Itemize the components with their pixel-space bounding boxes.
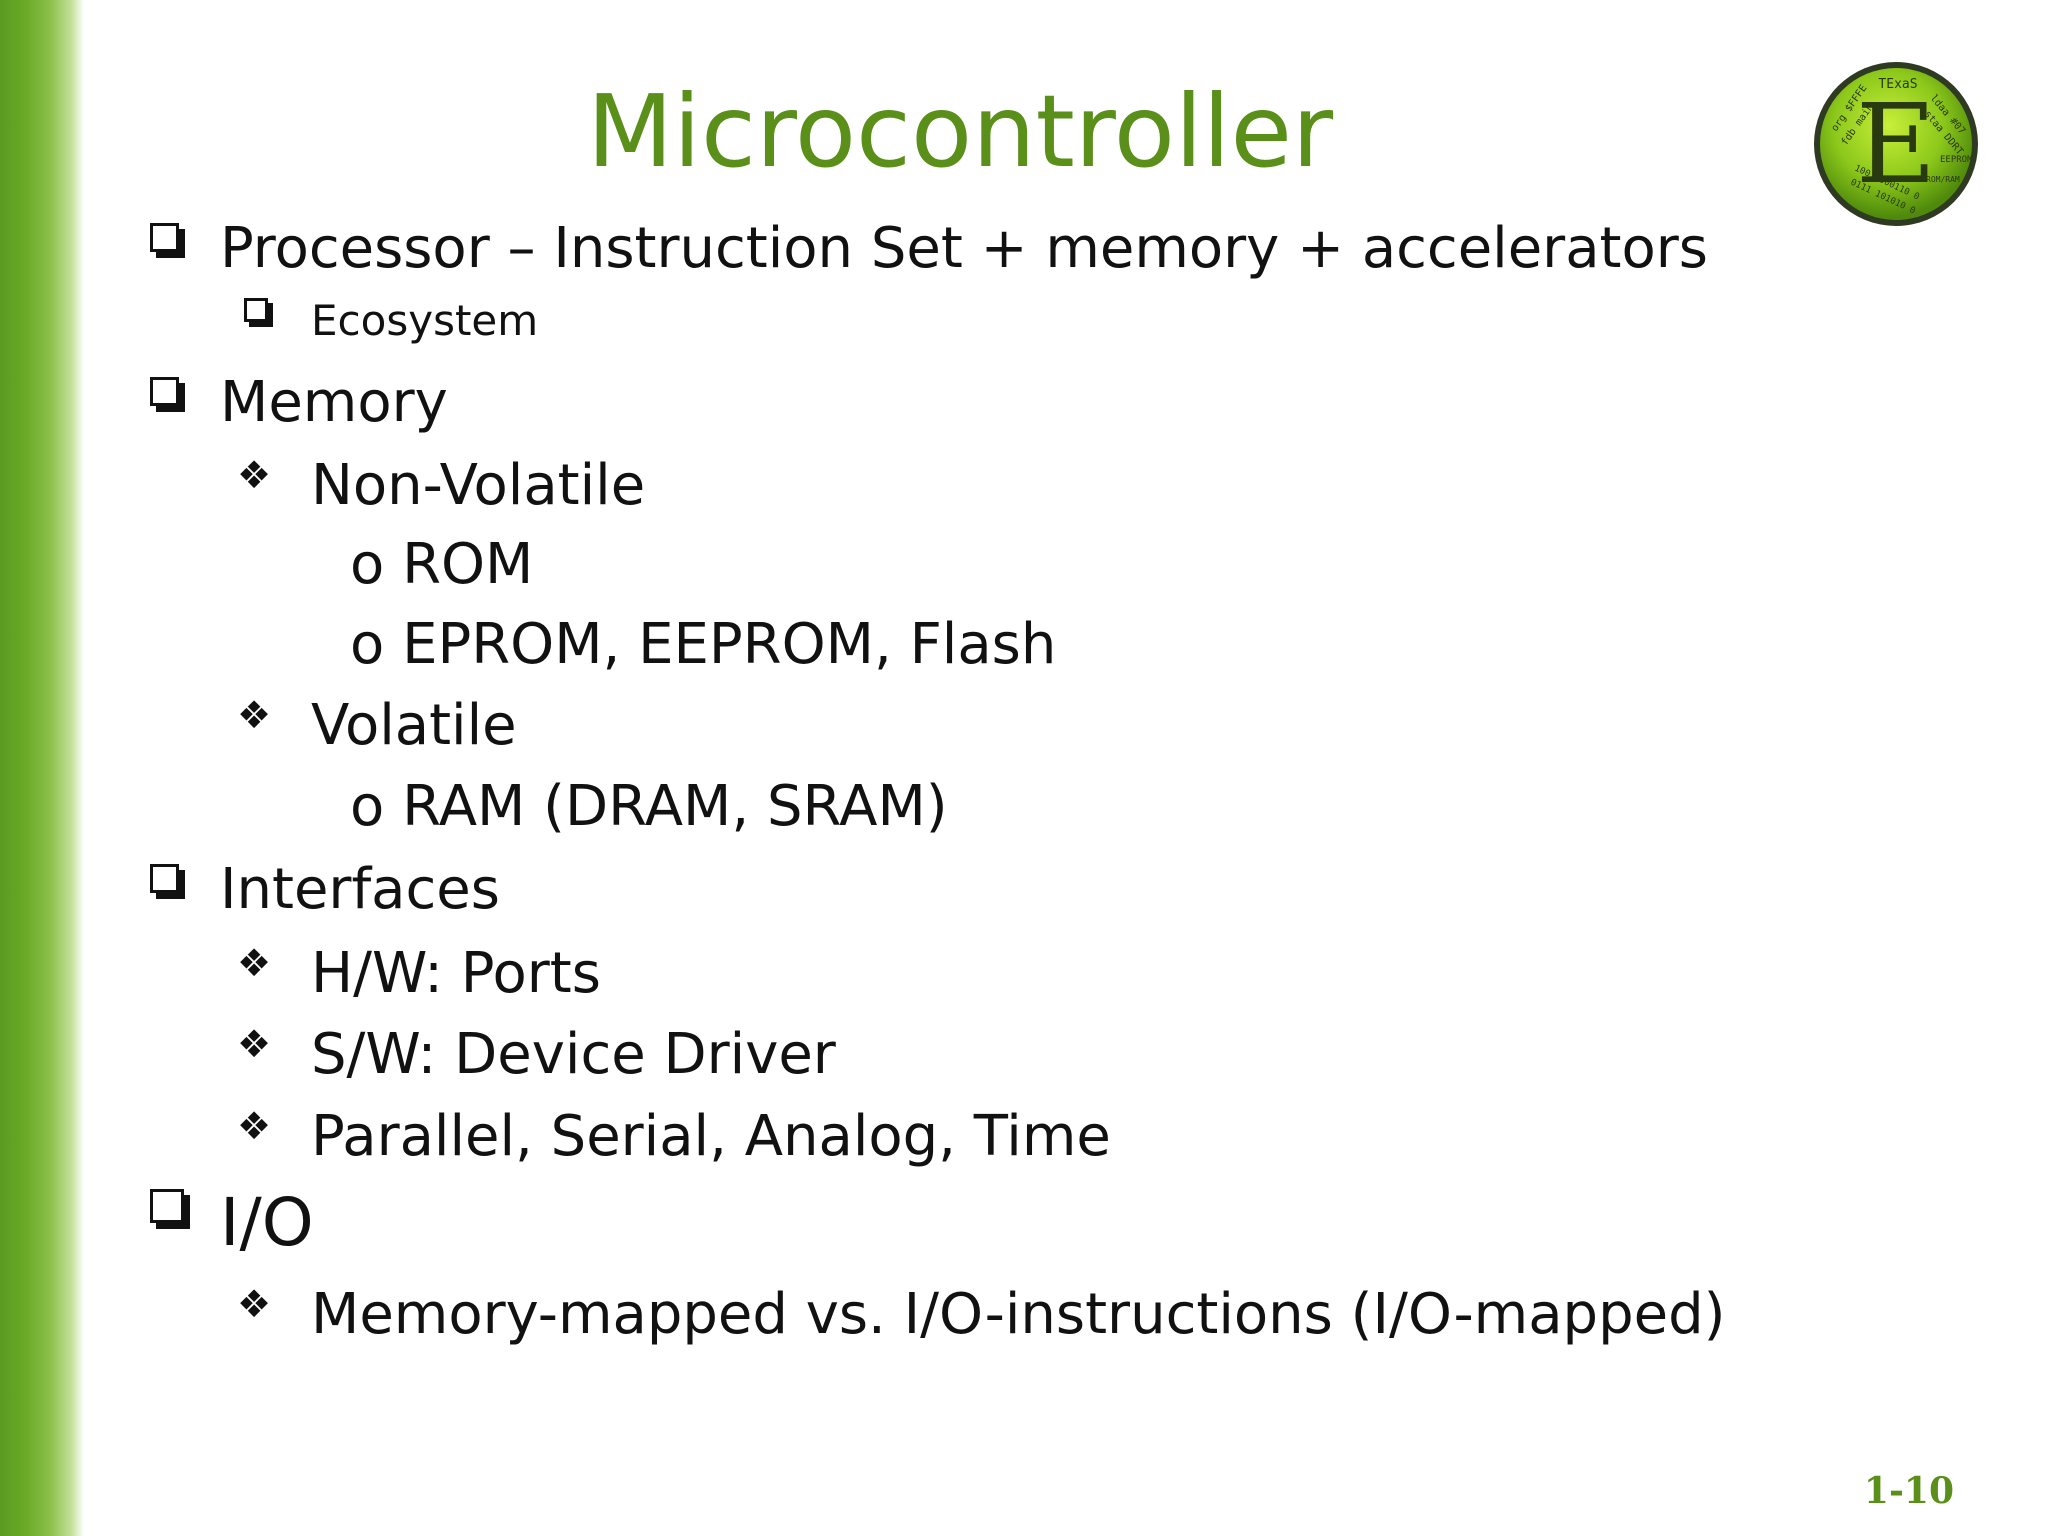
- diamond-bullet-icon: ❖: [237, 1104, 272, 1148]
- bullet-interfaces: Interfaces: [150, 857, 500, 923]
- diamond-bullet-icon: ❖: [237, 693, 272, 737]
- diamond-bullet-icon: ❖: [237, 941, 272, 985]
- bullet-memory-label: Memory: [220, 370, 448, 435]
- texas-e-logo-icon: E TExaS org $FFFE fdb main ldaa #07 staa…: [1814, 62, 1978, 226]
- bullet-volatile: ❖ Volatile: [237, 693, 517, 759]
- square-bullet-icon: [150, 377, 179, 406]
- list-item-ram-label: o RAM (DRAM, SRAM): [350, 774, 948, 839]
- bullet-sw-driver: ❖ S/W: Device Driver: [237, 1022, 836, 1088]
- bullet-hw-ports: ❖ H/W: Ports: [237, 941, 601, 1007]
- square-bullet-icon: [150, 223, 179, 252]
- square-bullet-icon: [150, 864, 179, 893]
- list-item-ram: o RAM (DRAM, SRAM): [350, 774, 948, 840]
- list-item-eprom-label: o EPROM, EEPROM, Flash: [350, 612, 1057, 677]
- diamond-bullet-icon: ❖: [237, 1282, 272, 1326]
- diamond-bullet-icon: ❖: [237, 1022, 272, 1066]
- bullet-ecosystem-label: Ecosystem: [311, 296, 539, 345]
- bullet-sw-driver-label: S/W: Device Driver: [311, 1022, 836, 1087]
- square-bullet-icon: [150, 1189, 184, 1223]
- bullet-io: I/O: [150, 1184, 314, 1261]
- bullet-io-label: I/O: [220, 1184, 314, 1261]
- logo-letter: E: [1856, 80, 1936, 208]
- bullet-memory-mapped-label: Memory-mapped vs. I/O-instructions (I/O-…: [311, 1282, 1726, 1347]
- list-item-rom: o ROM: [350, 532, 533, 598]
- diamond-bullet-icon: ❖: [237, 453, 272, 497]
- bullet-nonvolatile-label: Non-Volatile: [311, 453, 646, 518]
- side-accent-bar: [0, 0, 84, 1536]
- page-number: 1-10: [1863, 1470, 1954, 1512]
- bullet-parallel-serial: ❖ Parallel, Serial, Analog, Time: [237, 1104, 1111, 1170]
- bullet-memory-mapped: ❖ Memory-mapped vs. I/O-instructions (I/…: [237, 1282, 1726, 1348]
- bullet-interfaces-label: Interfaces: [220, 857, 500, 922]
- bullet-processor: Processor – Instruction Set + memory + a…: [150, 216, 1708, 282]
- logo-bit-5: ROM/RAM: [1926, 175, 1960, 184]
- list-item-rom-label: o ROM: [350, 532, 534, 597]
- list-item-eprom: o EPROM, EEPROM, Flash: [350, 612, 1056, 678]
- bullet-processor-label: Processor – Instruction Set + memory + a…: [220, 216, 1708, 281]
- square-bullet-icon: [244, 298, 268, 322]
- bullet-parallel-serial-label: Parallel, Serial, Analog, Time: [311, 1104, 1111, 1169]
- bullet-nonvolatile: ❖ Non-Volatile: [237, 453, 646, 519]
- bullet-hw-ports-label: H/W: Ports: [311, 941, 601, 1006]
- bullet-volatile-label: Volatile: [311, 693, 517, 758]
- bullet-ecosystem: Ecosystem: [244, 296, 539, 346]
- bullet-memory: Memory: [150, 370, 448, 436]
- slide-title: Microcontroller: [586, 73, 1334, 190]
- logo-bit-4: EEPROM: [1940, 155, 1973, 165]
- logo-top-text: TExaS: [1878, 77, 1917, 92]
